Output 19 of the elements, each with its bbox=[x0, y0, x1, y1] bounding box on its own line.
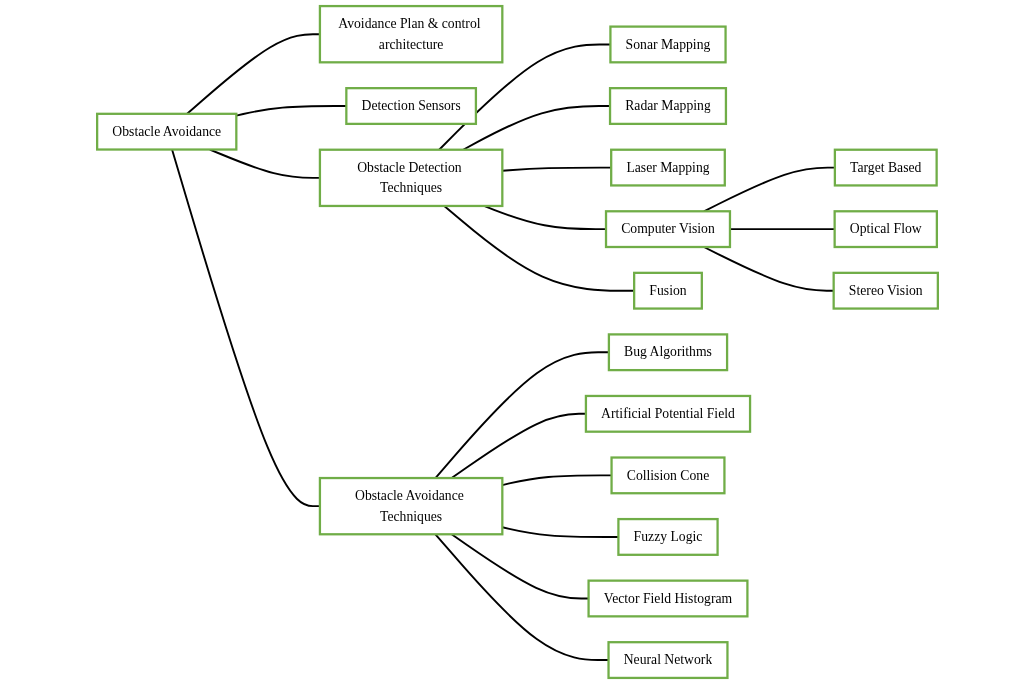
node-box: Target Based bbox=[833, 148, 938, 187]
node-box: Obstacle Avoidance bbox=[96, 112, 238, 151]
node-box: Artificial Potential Field bbox=[584, 394, 752, 433]
node-box: Vector Field Histogram bbox=[587, 579, 749, 618]
node-box: Neural Network bbox=[607, 641, 729, 680]
node-box: Computer Vision bbox=[604, 210, 732, 249]
node-box: Detection Sensors bbox=[345, 87, 478, 125]
node-box: Bug Algorithms bbox=[607, 333, 729, 372]
node-box: Sonar Mapping bbox=[609, 25, 727, 64]
node-box: Collision Cone bbox=[610, 456, 726, 495]
node-box: Optical Flow bbox=[833, 210, 938, 249]
node-box: Fusion bbox=[633, 271, 703, 310]
node-box: Obstacle Detection Techniques bbox=[318, 148, 504, 208]
node-box: Obstacle Avoidance Techniques bbox=[318, 476, 504, 536]
node-box: Fuzzy Logic bbox=[617, 517, 719, 556]
node-box: Radar Mapping bbox=[608, 87, 728, 125]
node-box: Laser Mapping bbox=[610, 148, 726, 187]
node-box: Avoidance Plan & control architecture bbox=[318, 4, 504, 64]
node-box: Stereo Vision bbox=[832, 271, 939, 310]
